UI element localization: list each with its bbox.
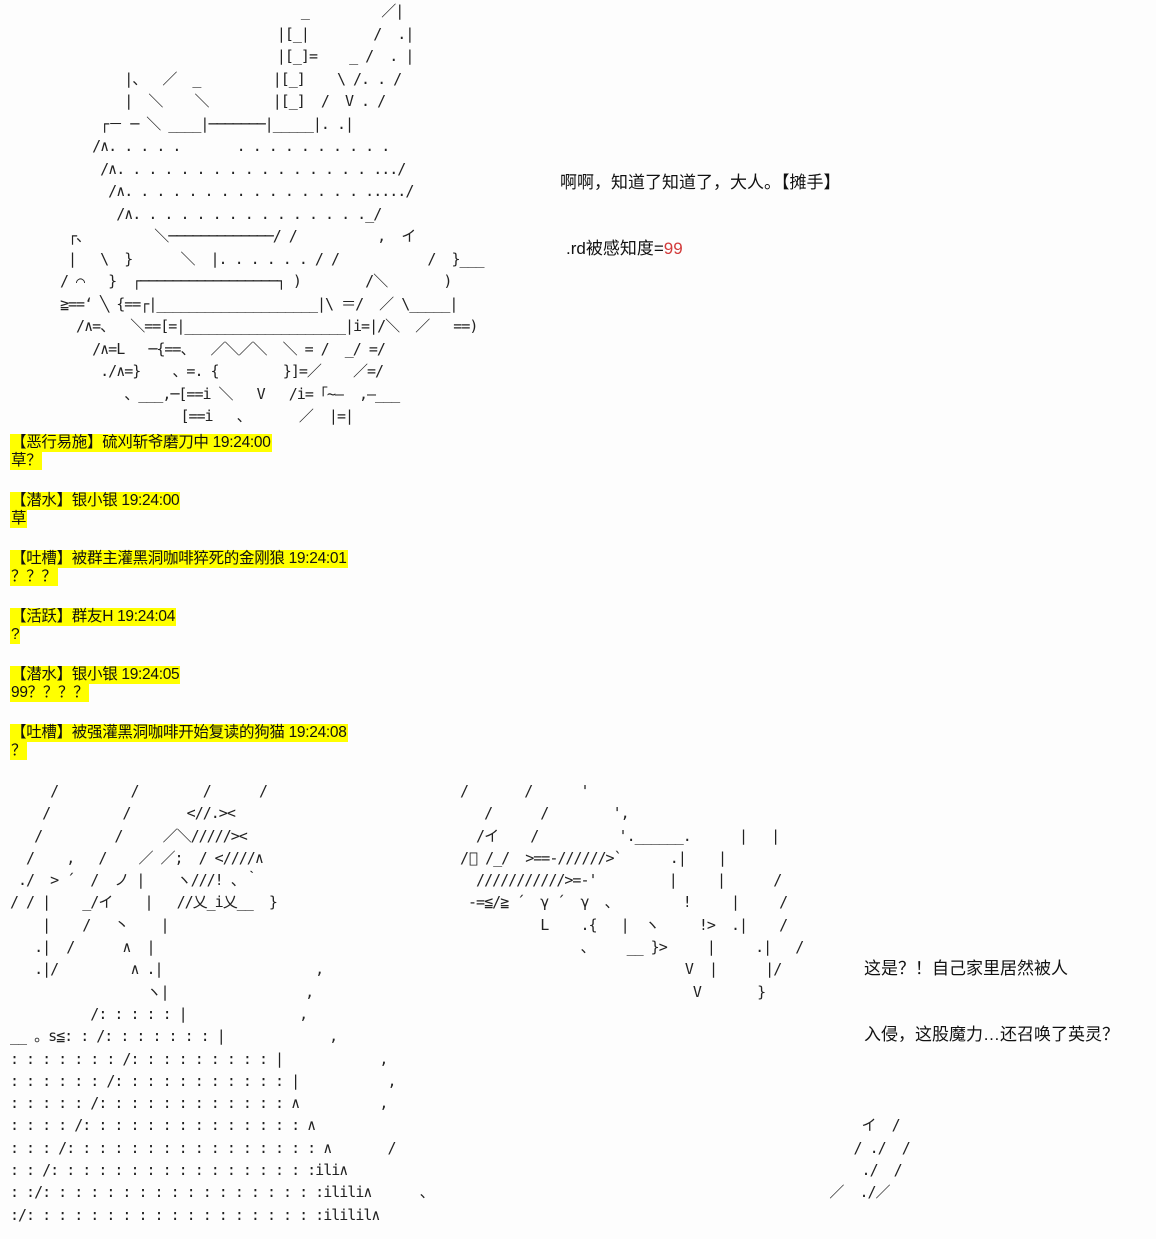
chat-log: 【恶行易施】硫刈斩爷磨刀中 19:24:00 草？ 【潜水】银小银 19:24:… <box>10 434 430 782</box>
bottom-speech-line-1: 这是？！自己家里居然被人 <box>864 959 1068 978</box>
chat-text: 草？ <box>10 452 43 470</box>
chat-text: 草 <box>10 510 28 528</box>
chat-message: 【恶行易施】硫刈斩爷磨刀中 19:24:00 草？ <box>10 434 430 470</box>
bottom-speech-bubble: 这是？！自己家里居然被人 入侵，这股魔力…还召唤了英灵？ <box>864 914 1119 1068</box>
top-speech-bubble: 啊啊，知道了知道了，大人。【摊手】 .rd被感知度=99 <box>560 128 841 282</box>
perception-label: .rd被感知度= <box>566 239 664 258</box>
chat-header: 【潜水】银小银 19:24:05 <box>10 666 181 684</box>
chat-header: 【吐槽】被群主灌黑洞咖啡猝死的金刚狼 19:24:01 <box>10 550 348 568</box>
chat-text: ？ <box>10 742 28 760</box>
chat-message: 【吐槽】被强灌黑洞咖啡开始复读的狗猫 19:24:08 ？ <box>10 724 430 760</box>
chat-text: ? <box>10 626 21 644</box>
perception-value: 99 <box>663 239 683 258</box>
bottom-right-ascii-art: / / ' / / ', /イ / '.______. | | /ﾞ /_/ >… <box>460 782 911 1202</box>
top-ascii-art: _ ／| |[_| / .| |[_]= _ / . | |、 ／ _ |[_]… <box>60 2 485 425</box>
chat-text: ？？？ <box>10 568 58 586</box>
bottom-speech-line-2: 入侵，这股魔力…还召唤了英灵？ <box>864 1025 1119 1044</box>
chat-header: 【潜水】银小银 19:24:00 <box>10 492 181 510</box>
chat-header: 【活跃】群友H 19:24:04 <box>10 608 177 626</box>
chat-message: 【活跃】群友H 19:24:04 ? <box>10 608 430 644</box>
chat-message: 【潜水】银小银 19:24:00 草 <box>10 492 430 528</box>
chat-message: 【吐槽】被群主灌黑洞咖啡猝死的金刚狼 19:24:01 ？？？ <box>10 550 430 586</box>
top-speech-line-2: .rd被感知度=99 <box>560 238 841 260</box>
top-speech-line-1: 啊啊，知道了知道了，大人。【摊手】 <box>560 173 841 192</box>
chat-header: 【恶行易施】硫刈斩爷磨刀中 19:24:00 <box>10 434 272 452</box>
chat-header: 【吐槽】被强灌黑洞咖啡开始复读的狗猫 19:24:08 <box>10 724 348 742</box>
chat-message: 【潜水】银小银 19:24:05 99？？？？ <box>10 666 430 702</box>
chat-text: 99？？？？ <box>10 684 90 702</box>
bottom-left-ascii-art: / / / / / / <//.>< / / ／＼/////>< / , / ／… <box>10 782 435 1224</box>
